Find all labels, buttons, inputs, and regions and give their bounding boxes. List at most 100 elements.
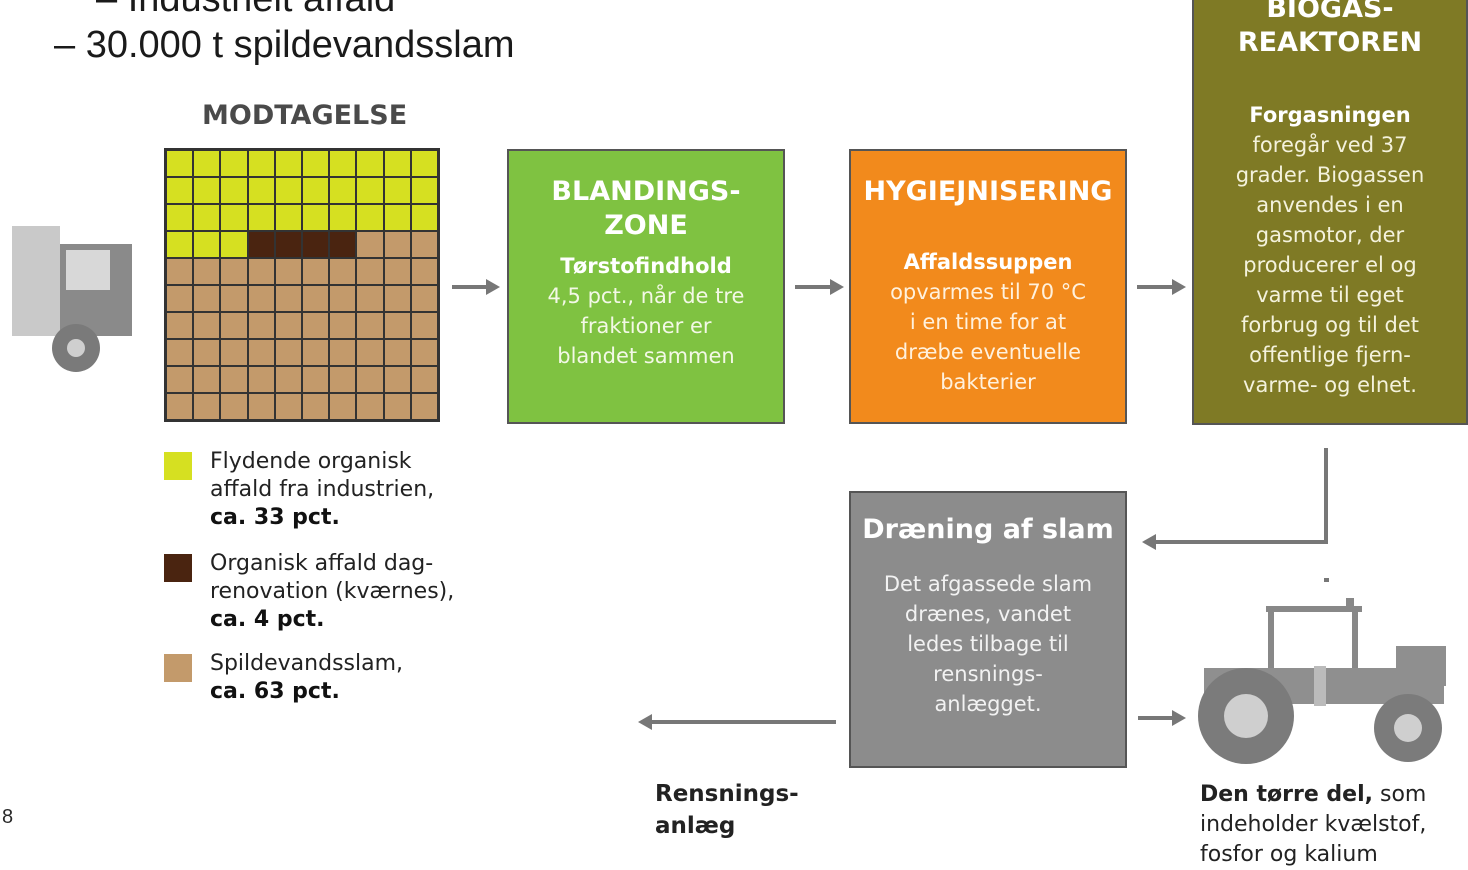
grid-cell (274, 393, 302, 420)
legend-pct: ca. 63 pct. (210, 679, 340, 704)
body-line: ledes tilbage til (907, 632, 1069, 656)
reception-grid (164, 148, 440, 422)
legend-swatch-sludge (164, 654, 192, 682)
dry-part-line: indeholder kvælstof, (1200, 812, 1427, 837)
body-line: offentlige fjern- (1249, 343, 1411, 367)
grid-cell (329, 231, 357, 258)
grid-cell (166, 150, 194, 177)
grid-cell (193, 231, 221, 258)
grid-cell (193, 177, 221, 204)
arrow-head (486, 279, 500, 295)
grid-cell (410, 150, 438, 177)
grid-cell (356, 285, 384, 312)
grid-cell (247, 231, 275, 258)
legend-item-household: Organisk affald dag- renovation (kværnes… (210, 550, 510, 634)
dry-part-label: Den tørre del, som indeholder kvælstof, … (1200, 780, 1468, 870)
grid-cell (274, 258, 302, 285)
grid-cell (329, 366, 357, 393)
grid-cell (383, 177, 411, 204)
hygiene-title: HYGIEJNISERING (863, 176, 1113, 207)
hygiene-body-line: i en time for at (909, 310, 1067, 334)
grid-cell (247, 312, 275, 339)
dry-part-line: fosfor og kalium (1200, 842, 1378, 867)
treatment-line: anlæg (655, 813, 736, 839)
grid-cell (193, 339, 221, 366)
grid-cell (383, 285, 411, 312)
grid-cell (356, 366, 384, 393)
biogas-reactor-box: BIOGAS- REAKTOREN Forgasningen foregår v… (1192, 0, 1468, 425)
grid-cell (166, 177, 194, 204)
body-line: anlægget. (934, 692, 1042, 716)
legend-line: renovation (kværnes), (210, 579, 455, 604)
grid-cell (193, 312, 221, 339)
grid-cell (410, 339, 438, 366)
grid-cell (410, 177, 438, 204)
grid-cell (302, 150, 330, 177)
grid-cell (166, 204, 194, 231)
bullet-text: – 30.000 t spildevandsslam (54, 24, 515, 66)
hygiene-box: HYGIEJNISERING Affaldssuppen opvarmes ti… (849, 149, 1127, 424)
grid-cell (247, 339, 275, 366)
grid-cell (383, 366, 411, 393)
body-line: drænes, vandet (904, 602, 1072, 626)
grid-cell (220, 150, 248, 177)
grid-cell (410, 258, 438, 285)
mixing-body-line: 4,5 pct., når de tre (547, 284, 745, 308)
grid-cell (166, 366, 194, 393)
grid-cell (274, 177, 302, 204)
grid-cell (220, 312, 248, 339)
grid-cell (410, 231, 438, 258)
grid-cell (193, 150, 221, 177)
body-line: varme- og elnet. (1243, 373, 1417, 397)
grid-cell (329, 339, 357, 366)
arrow-head (1172, 710, 1186, 726)
biogas-title: REAKTOREN (1237, 27, 1423, 58)
grid-cell (274, 312, 302, 339)
grid-cell (356, 339, 384, 366)
grid-cell (166, 285, 194, 312)
body-line: foregår ved 37 (1252, 133, 1408, 157)
hygiene-body-line: dræbe eventuelle (894, 340, 1082, 364)
page-number: 8 (2, 806, 14, 828)
grid-cell (166, 231, 194, 258)
body-line: Det afgassede slam (883, 572, 1093, 596)
body-line: forbrug og til det (1240, 313, 1420, 337)
grid-cell (274, 150, 302, 177)
grid-cell (247, 258, 275, 285)
grid-cell (410, 366, 438, 393)
grid-cell (302, 285, 330, 312)
grid-cell (220, 339, 248, 366)
treatment-plant-label: Rensnings- anlæg (655, 778, 799, 842)
mixing-body-line: fraktioner er (580, 314, 712, 338)
flow-arrows (452, 279, 1328, 730)
grid-cell (247, 177, 275, 204)
grid-cell (302, 231, 330, 258)
grid-cell (383, 231, 411, 258)
grid-cell (302, 312, 330, 339)
grid-cell (383, 258, 411, 285)
grid-cell (329, 312, 357, 339)
dry-part-bold: Den tørre del, (1200, 782, 1373, 807)
body-line: producerer el og (1243, 253, 1417, 277)
treatment-line: Rensnings- (655, 781, 799, 807)
grid-cell (274, 231, 302, 258)
grid-cell (274, 339, 302, 366)
grid-cell (356, 177, 384, 204)
legend-pct: ca. 33 pct. (210, 505, 340, 530)
grid-cell (247, 366, 275, 393)
hygiene-body-line: opvarmes til 70 °C (890, 280, 1086, 304)
legend-line: Flydende organisk (210, 449, 412, 474)
legend-line: Organisk affald dag- (210, 551, 434, 576)
mixing-subtitle: Tørstofindhold (560, 254, 732, 278)
bullet-previous: – Industrielt affald (96, 0, 395, 21)
grid-cell (329, 393, 357, 420)
grid-cell (193, 285, 221, 312)
hygiene-subtitle: Affaldssuppen (903, 250, 1073, 274)
grid-cell (302, 177, 330, 204)
legend-line: Spildevandsslam, (210, 651, 404, 676)
grid-cell (410, 204, 438, 231)
grid-cell (220, 204, 248, 231)
body-line: grader. Biogassen (1235, 163, 1425, 187)
dry-part-rest: som (1372, 782, 1427, 807)
legend-swatch-household (164, 554, 192, 582)
